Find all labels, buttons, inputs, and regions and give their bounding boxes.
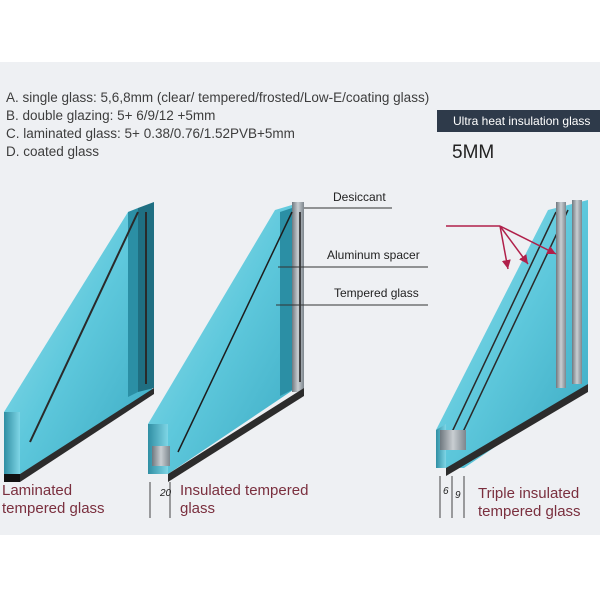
thickness-arrows: [446, 225, 557, 270]
laminated-glass-illustration: [4, 202, 154, 482]
dimension-triple-b: 9: [455, 490, 461, 501]
ultra-heat-banner: Ultra heat insulation glass: [437, 110, 600, 132]
callout-aluminum-spacer: Aluminum spacer: [327, 248, 420, 262]
triple-glass-illustration: [436, 200, 588, 518]
dimension-double: 20: [159, 488, 172, 499]
dimension-triple-a: 6: [443, 486, 449, 497]
caption-laminated: Laminated tempered glass: [2, 482, 105, 517]
aluminum-spacer: [292, 202, 304, 392]
spec-line-d: D. coated glass: [6, 144, 100, 159]
spec-line-b: B. double glazing: 5+ 6/9/12 +5mm: [6, 108, 216, 123]
callout-tempered-glass: Tempered glass: [334, 286, 419, 300]
insulated-glass-illustration: [148, 202, 304, 518]
diagram-panel: A. single glass: 5,6,8mm (clear/ tempere…: [0, 62, 600, 535]
thickness-label: 5MM: [452, 142, 495, 163]
caption-insulated: Insulated tempered glass: [180, 482, 309, 517]
glass-diagram: Desiccant Aluminum spacer Tempered glass…: [4, 190, 588, 518]
callout-desiccant: Desiccant: [333, 190, 386, 204]
spec-line-c: C. laminated glass: 5+ 0.38/0.76/1.52PVB…: [6, 126, 295, 141]
spec-line-a: A. single glass: 5,6,8mm (clear/ tempere…: [6, 90, 430, 105]
caption-triple: Triple insulated tempered glass: [478, 485, 581, 520]
